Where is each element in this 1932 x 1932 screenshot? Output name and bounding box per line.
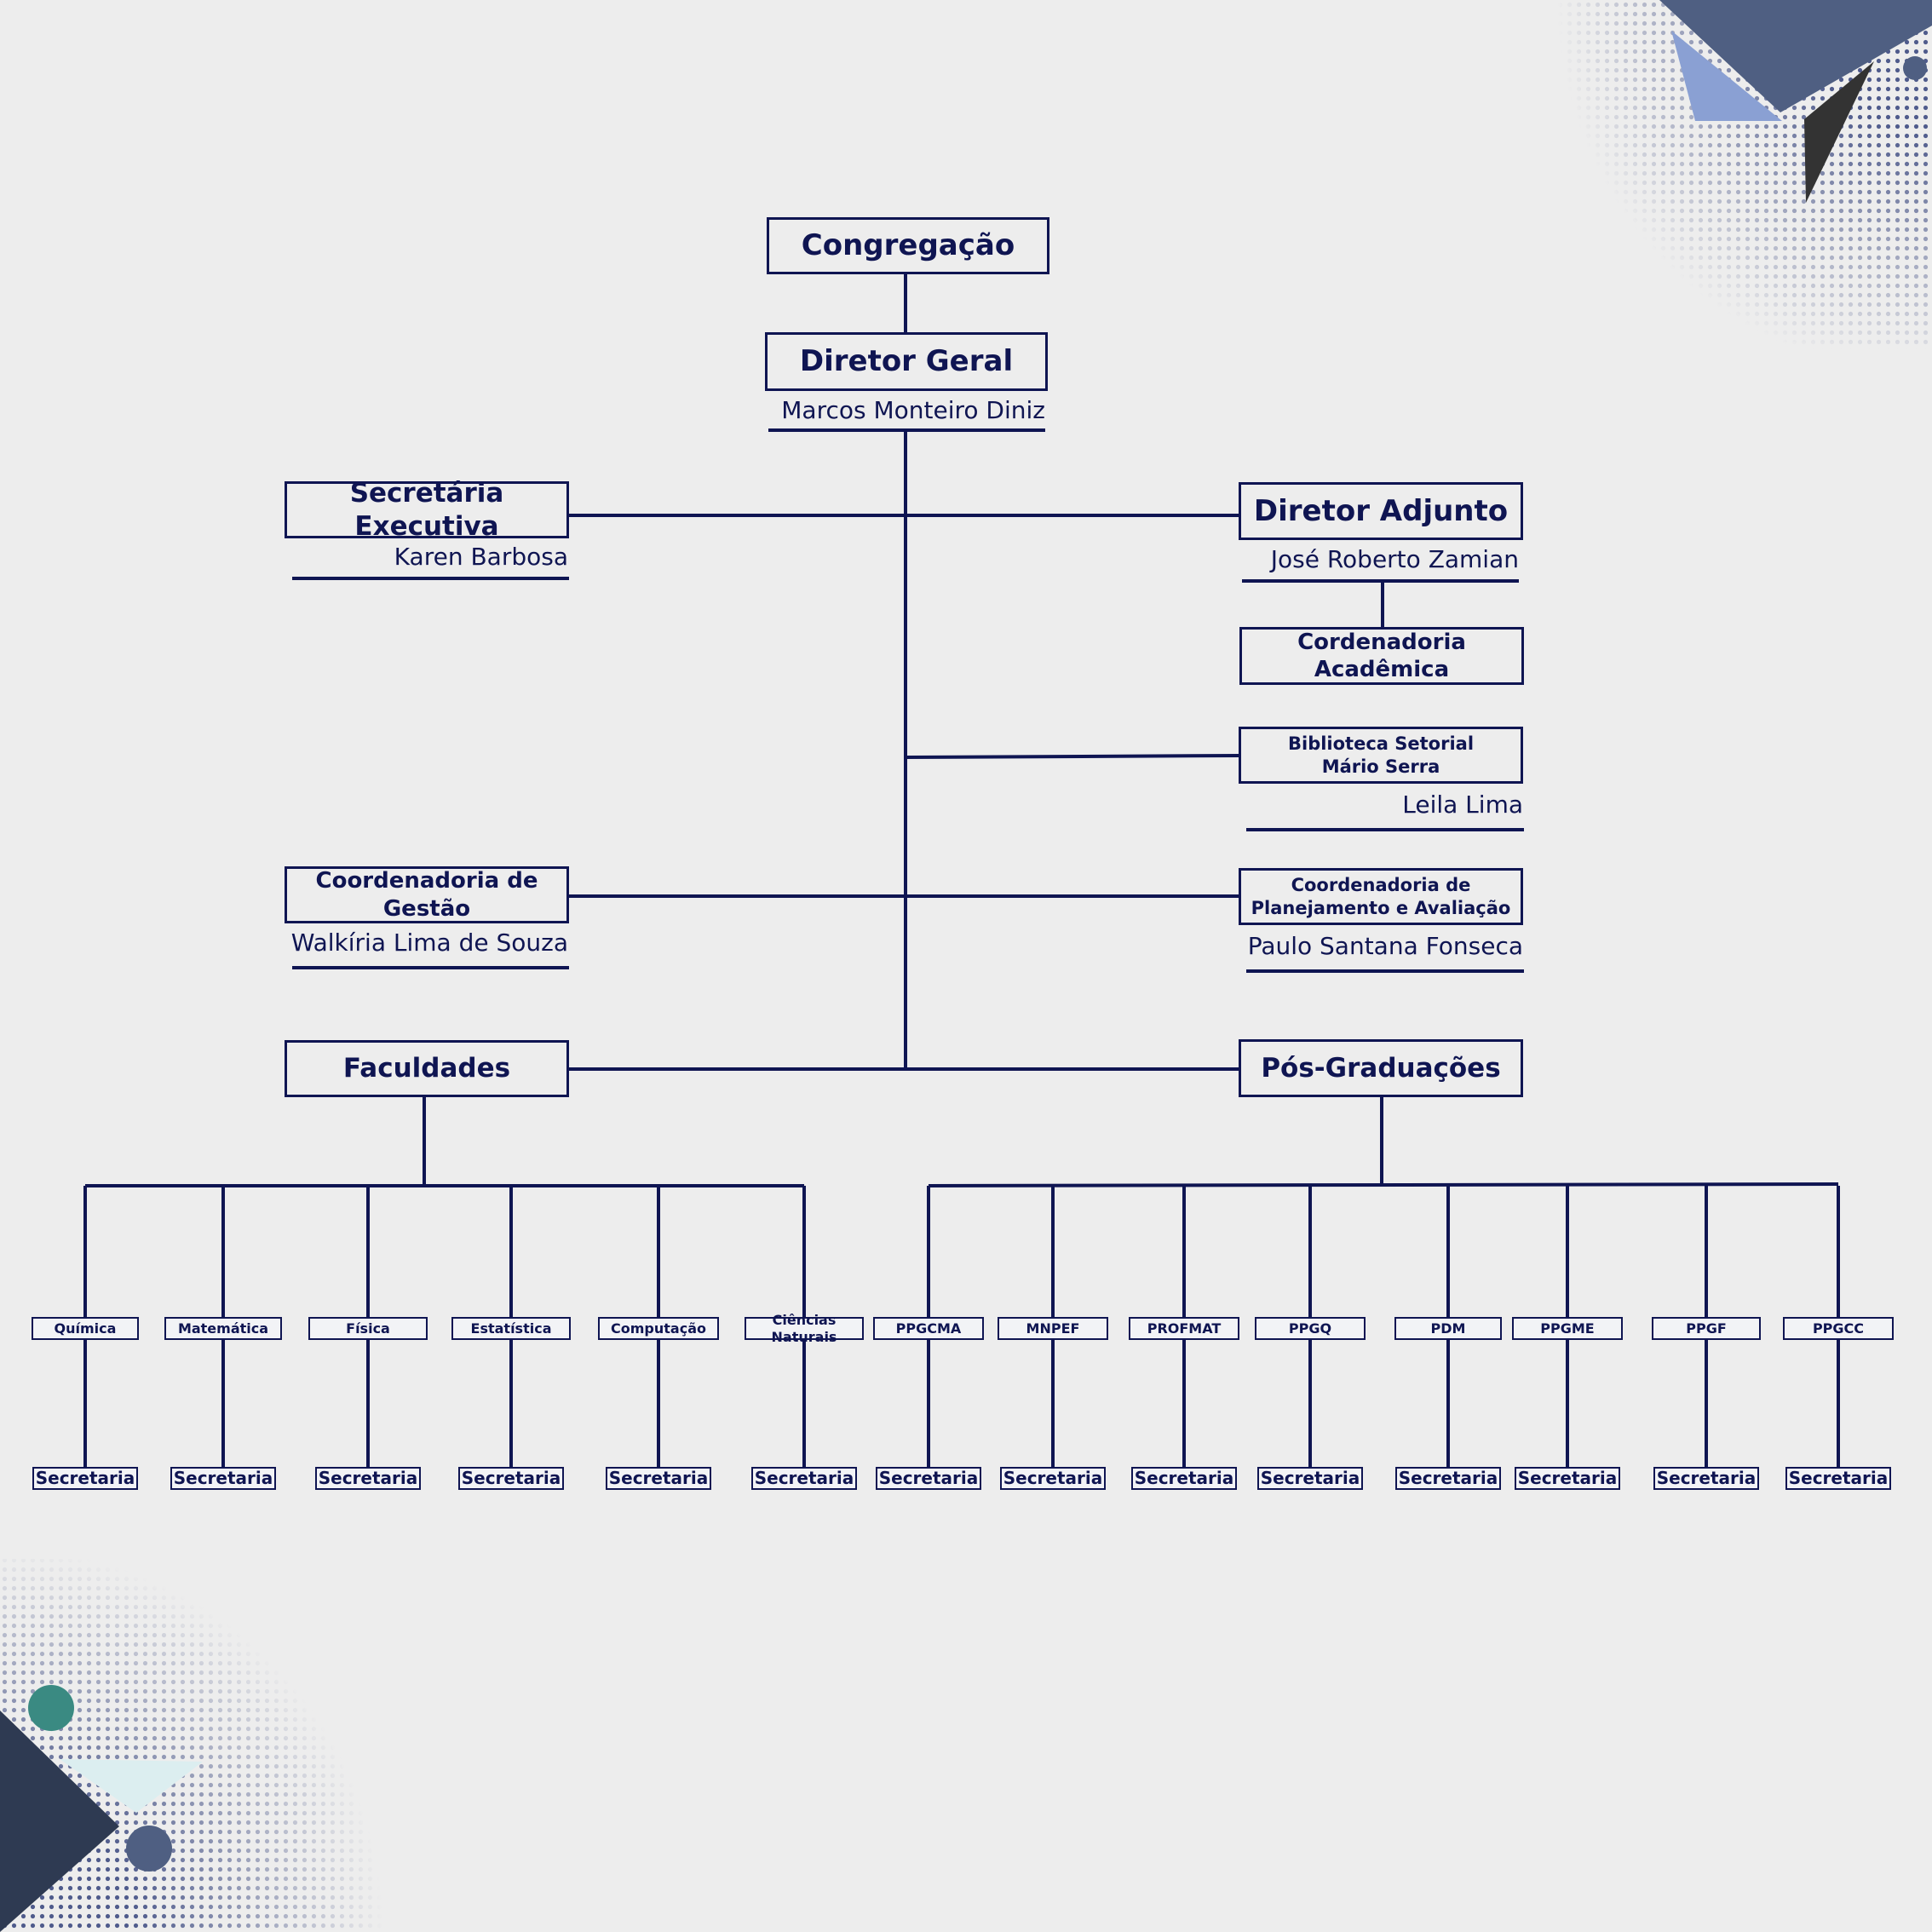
diretor-adjunto-underline [1242, 579, 1519, 583]
pos-secretaria-box: Secretaria [1515, 1467, 1620, 1490]
secretaria-executiva-name: Karen Barbosa [394, 543, 568, 571]
bottom-left-decoration [0, 1559, 392, 1932]
diretor-geral-underline [768, 428, 1045, 432]
secretaria-executiva-underline [292, 577, 569, 580]
faculdade-unit-box: Ciências Naturais [745, 1312, 864, 1345]
pos-secretaria-box: Secretaria [1395, 1467, 1501, 1490]
pos-graduacoes-box: Pós-Graduações [1239, 1039, 1523, 1097]
faculdade-unit-box: Matemática [164, 1317, 282, 1340]
pos-unit-box: PPGME [1512, 1317, 1623, 1340]
faculdade-unit-box: Química [32, 1317, 139, 1340]
pos-unit-box: PDM [1394, 1317, 1502, 1340]
faculdades-box: Faculdades [285, 1040, 569, 1097]
diretor-adjunto-name: José Roberto Zamian [1270, 545, 1519, 573]
pos-secretaria-box: Secretaria [1653, 1467, 1759, 1490]
pos-unit-box: PPGQ [1255, 1317, 1366, 1340]
coordenadoria-planejamento-box: Coordenadoria de Planejamento e Avaliaçã… [1239, 868, 1523, 925]
planejamento-title-line1: Coordenadoria de [1291, 875, 1471, 896]
faculdade-unit-box: Computação [598, 1317, 719, 1340]
pos-unit-box: PPGCC [1783, 1317, 1894, 1340]
faculdade-secretaria-box: Secretaria [170, 1467, 276, 1490]
biblioteca-title-line1: Biblioteca Setorial [1287, 733, 1475, 755]
faculdade-secretaria-box: Secretaria [606, 1467, 711, 1490]
pos-secretaria-box: Secretaria [1785, 1467, 1891, 1490]
biblioteca-underline [1246, 828, 1524, 831]
faculdade-secretaria-box: Secretaria [751, 1467, 857, 1490]
coordenadoria-academica-box: Cordenadoria Acadêmica [1239, 627, 1524, 685]
pos-unit-box: PROFMAT [1129, 1317, 1239, 1340]
diretor-geral-box: Diretor Geral [765, 332, 1048, 391]
coordenadoria-gestao-box: Coordenadoria de Gestão [285, 866, 569, 923]
pos-secretaria-box: Secretaria [1000, 1467, 1106, 1490]
pos-unit-box: MNPEF [998, 1317, 1108, 1340]
coordenadoria-planejamento-name: Paulo Santana Fonseca [1247, 932, 1523, 960]
congregacao-box: Congregação [767, 217, 1049, 274]
planejamento-title-line2: Planejamento e Avaliação [1251, 897, 1511, 918]
pos-unit-box: PPGCMA [873, 1317, 984, 1340]
pos-secretaria-box: Secretaria [876, 1467, 981, 1490]
pos-secretaria-box: Secretaria [1131, 1467, 1237, 1490]
coordenadoria-gestao-name: Walkíria Lima de Souza [290, 929, 568, 957]
faculdade-secretaria-box: Secretaria [458, 1467, 564, 1490]
faculdade-unit-box: Física [308, 1317, 428, 1340]
biblioteca-title-line2: Mário Serra [1321, 756, 1440, 777]
pos-secretaria-box: Secretaria [1257, 1467, 1363, 1490]
diretor-adjunto-box: Diretor Adjunto [1239, 482, 1523, 540]
top-right-decoration [1550, 0, 1932, 349]
faculdade-secretaria-box: Secretaria [32, 1467, 138, 1490]
faculdade-secretaria-box: Secretaria [315, 1467, 421, 1490]
faculdade-unit-box: Estatística [451, 1317, 571, 1340]
biblioteca-setorial-box: Biblioteca Setorial Mário Serra [1239, 727, 1523, 784]
coordenadoria-planejamento-underline [1246, 969, 1524, 973]
diretor-geral-name: Marcos Monteiro Diniz [781, 396, 1045, 424]
secretaria-executiva-box: Secretária Executiva [285, 478, 569, 542]
pos-unit-box: PPGF [1652, 1317, 1761, 1340]
biblioteca-name: Leila Lima [1402, 791, 1523, 819]
coordenadoria-gestao-underline [292, 966, 569, 969]
